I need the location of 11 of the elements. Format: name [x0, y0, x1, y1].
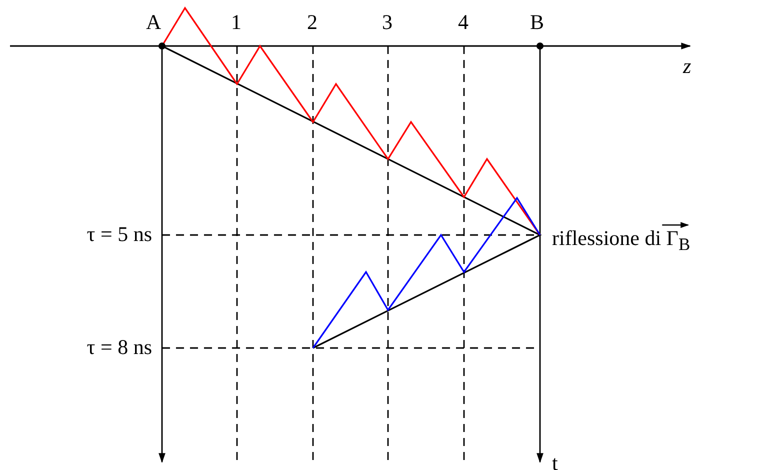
point-label: B [530, 12, 544, 33]
position-label: 4 [458, 12, 468, 33]
point-label: A [146, 12, 162, 33]
position-label: 3 [382, 12, 392, 33]
axis-label: t [552, 453, 558, 470]
position-label: 2 [307, 12, 318, 33]
annotation: riflessione di Γ$_{B}$ [552, 228, 690, 254]
axis-label: z [683, 56, 692, 77]
position-label: 1 [231, 12, 242, 33]
time-label: τ = 8 ns [86, 337, 152, 358]
time-label: τ = 5 ns [86, 224, 152, 245]
